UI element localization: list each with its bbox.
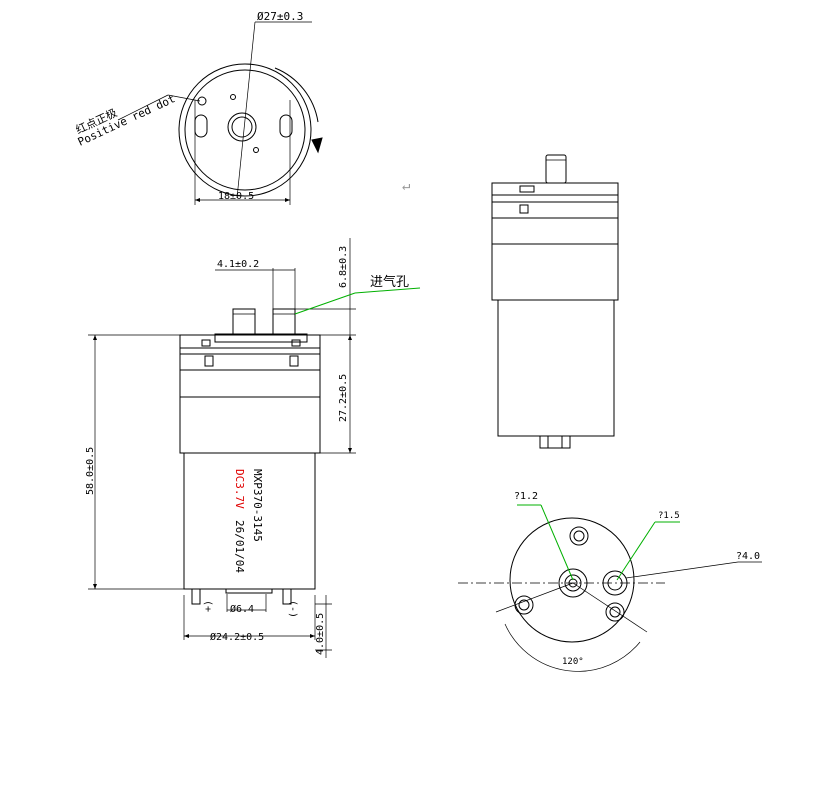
total-height-dim: 58.0±0.5 [85,447,96,495]
shaft-dia-dim: Ø6.4 [230,603,254,615]
side-terminals [539,435,571,449]
side-view: ↵ [402,154,619,449]
motor-shaft-boss [225,588,273,594]
negative-mark: (-) [287,600,298,618]
rotation-arrow-icon [311,137,323,154]
bottom-outer-circle [509,517,635,643]
top-slot-right [279,114,293,138]
bottom-center-outer [558,568,588,598]
hole-small-label: ?1.2 [514,491,538,502]
model-label: MXP370-3145 [251,469,264,542]
return-mark: ↵ [402,178,410,194]
angle-label: 120° [562,657,584,667]
hole-small-leader [540,504,574,581]
bottom-side-inner [607,575,623,591]
hole-mid-label: ?1.5 [658,511,680,521]
red-dot-marker [197,96,207,106]
top-view: 18±0.5 Ø27±0.3 红点正极 Positive red dot [73,10,323,205]
diameter-leader [236,21,256,199]
bottom-side-outer [602,570,628,596]
hole-big-leader [625,561,739,579]
side-head [491,182,619,301]
rotation-arc [274,67,319,123]
top-center-boss [227,112,257,142]
clip-right [291,339,301,347]
nozzle-right [272,308,296,335]
bottom-view: 120° ?1.2 ?1.5 ?4.0 [458,491,762,672]
side-motor [497,299,615,437]
terminal-negative [282,588,292,605]
positive-mark: (+ [202,600,213,612]
front-view: Ø6.4 (+ (-) Ø24.2±0.5 58.0±0.5 27.2±0.5 … [85,238,421,658]
top-diameter-dim: Ø27±0.3 [257,10,303,23]
screw-right [605,602,625,622]
terminal-positive [191,588,201,605]
nozzle-height-dim: 6.8±0.3 [338,246,349,288]
terminal-length-dim: 4.0±0.5 [315,613,326,655]
side-nozzle [545,154,567,184]
hole-big-label: ?4.0 [736,551,760,562]
clip-left [201,339,211,347]
pump-cap [214,333,308,343]
top-outer-circle [178,63,312,197]
top-spacing-dim: 18±0.5 [218,191,254,202]
bottom-center-inner [564,574,582,592]
date-label: 26/01/04 [233,520,246,573]
nozzle-left [232,308,256,335]
hole-mid-leader [616,521,656,581]
screw-left [514,595,534,615]
inlet-label: 进气孔 [370,274,409,290]
hole-offset-dim: 4.1±0.2 [217,259,259,270]
angle-arc [504,623,641,672]
top-center-hole [231,116,253,138]
voltage-label: DC3.7V [233,469,246,509]
top-pin-hole-2 [253,147,259,153]
motor-dia-dim: Ø24.2±0.5 [210,631,264,643]
top-slot-left [194,114,208,138]
top-inner-circle [184,69,306,191]
inlet-leader [294,292,356,315]
motor-body [183,452,316,590]
top-pin-hole-1 [230,94,236,100]
pump-head [179,334,321,454]
screw-top [569,526,589,546]
head-height-dim: 27.2±0.5 [338,374,349,422]
